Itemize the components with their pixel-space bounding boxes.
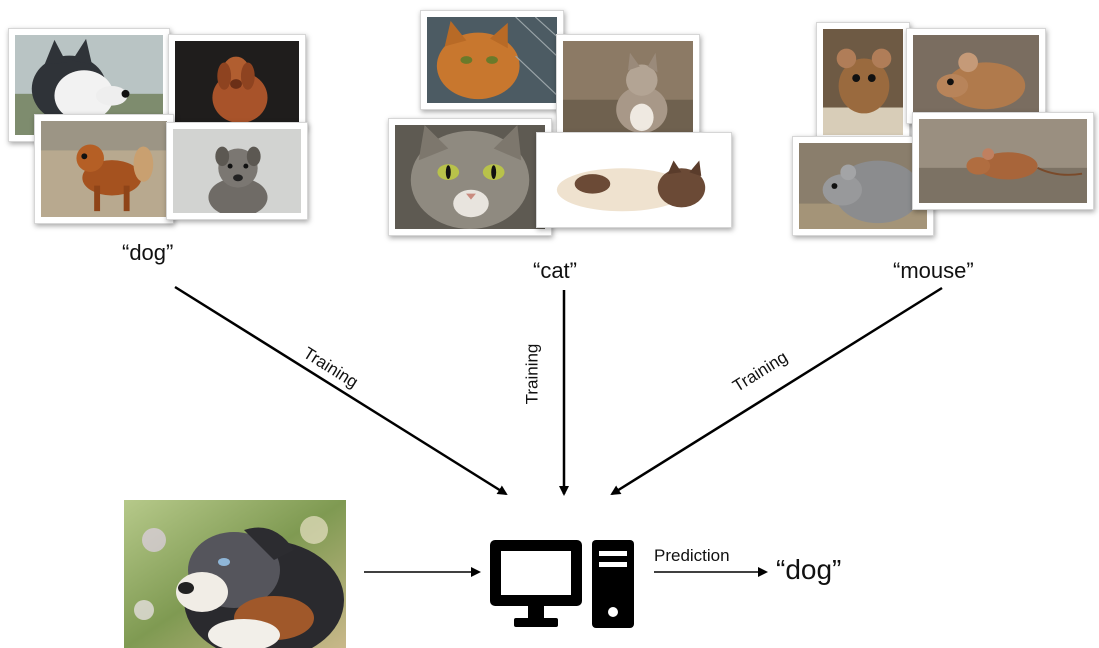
class-label-cat: “cat”: [533, 258, 577, 283]
desktop-computer-icon: [488, 538, 638, 630]
himalayan-cat-photo: [536, 132, 732, 228]
tabby-cat-photo: [556, 34, 700, 142]
spaniel-mix-photo: [34, 114, 174, 224]
wood-mouse-photo: [912, 112, 1094, 210]
training-arrow-dog: [174, 285, 508, 496]
class-label-mouse: “mouse”: [893, 258, 974, 283]
grey-mouse-photo: [792, 136, 934, 236]
class-label-dog: “dog”: [122, 240, 174, 265]
prediction-result: “dog”: [776, 554, 842, 585]
vizsla-photo: [168, 34, 306, 130]
orange-cat-photo: [420, 10, 564, 110]
terrier-photo: [166, 122, 308, 220]
brown-mouse-photo: [816, 22, 910, 142]
prediction-label: Prediction: [654, 546, 730, 565]
training-label-cat: Training: [522, 343, 542, 405]
field-mouse-photo: [906, 28, 1046, 124]
grey-tabby-cat-photo: [388, 118, 552, 236]
australian-shepherd-photo: [124, 500, 346, 648]
training-arrow-mouse: [610, 286, 943, 496]
